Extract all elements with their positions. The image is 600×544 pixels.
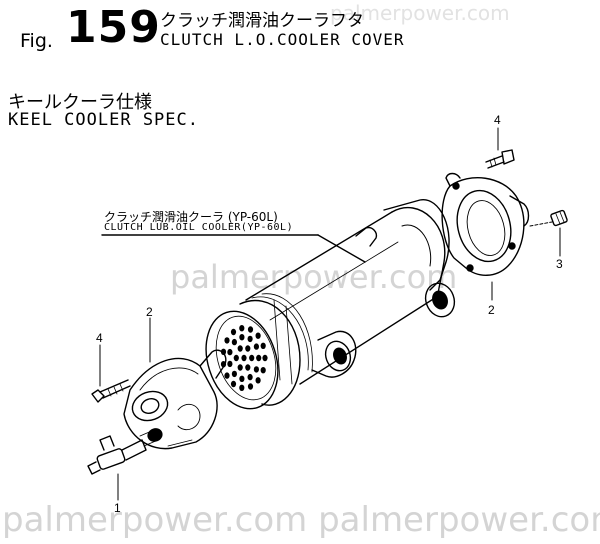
watermark-top: palmerpower.com (330, 1, 510, 25)
right-end-cover (441, 172, 530, 276)
tube-hole (241, 354, 247, 362)
tube-hole (239, 334, 245, 341)
part-number-bolt-right: 4 (494, 113, 501, 127)
tube-plate-holes (220, 325, 268, 391)
tube-hole (220, 348, 227, 355)
watermark-bottom: palmerpower.com palmerpower.com (2, 500, 600, 540)
tube-hole (247, 373, 253, 381)
tube-hole (239, 384, 245, 391)
drain-cock (87, 429, 159, 475)
part-number-cover-right: 2 (488, 303, 495, 317)
tube-hole (247, 326, 254, 333)
watermark-middle: palmerpower.com (170, 258, 458, 296)
tube-hole (255, 332, 261, 339)
tube-hole (231, 338, 237, 346)
spec-label-japanese: キールクーラ仕様 (8, 92, 152, 113)
part-number-plug-right: 3 (556, 257, 563, 271)
tube-hole (253, 343, 259, 350)
part-number-labels: 4 2 1 4 2 3 (96, 113, 563, 515)
figure-prefix: Fig. (20, 30, 53, 52)
tube-hole (230, 328, 237, 336)
tube-hole (237, 364, 243, 371)
tube-hole (260, 342, 266, 349)
tube-hole (237, 345, 243, 352)
tube-hole (253, 366, 259, 373)
tube-hole (256, 354, 262, 362)
tube-hole (255, 377, 261, 384)
tube-hole (230, 380, 237, 388)
tube-hole (224, 337, 230, 344)
tube-hole (231, 370, 237, 378)
tube-hole (247, 383, 254, 390)
cooler-callout-english: CLUTCH LUB.OIL COOLER(YP-60L) (104, 222, 294, 233)
right-plug (550, 209, 568, 227)
tube-hole (247, 335, 253, 343)
left-bolt (91, 379, 131, 403)
tube-hole (224, 372, 230, 379)
tube-hole (245, 345, 251, 352)
tube-hole (249, 354, 255, 362)
callout-leader (101, 234, 366, 263)
tube-hole (260, 367, 266, 374)
figure-number: 159 (66, 2, 161, 53)
right-bolt (485, 149, 515, 169)
part-number-bolt-left: 4 (96, 331, 103, 345)
tube-plate (205, 310, 279, 410)
tube-hole (239, 325, 245, 332)
left-end-cover (123, 349, 227, 450)
part-number-plug-left: 1 (114, 501, 121, 515)
spec-label-english: KEEL COOLER SPEC. (8, 110, 199, 130)
tube-hole (227, 348, 233, 356)
cooler-body (239, 199, 456, 406)
part-leaders (99, 127, 561, 501)
figure-title-english: CLUTCH L.O.COOLER COVER (160, 30, 405, 49)
cooler-callout-japanese: クラッチ潤滑油クーラ (YP-60L) (104, 210, 278, 224)
tube-hole (245, 364, 251, 371)
tube-hole (239, 375, 245, 382)
tube-hole (262, 354, 268, 362)
tube-hole (227, 360, 233, 368)
tube-hole (233, 354, 239, 362)
part-number-cover-left: 2 (146, 305, 153, 319)
figure-title-japanese: クラッチ潤滑油クーラフタ (160, 11, 364, 31)
